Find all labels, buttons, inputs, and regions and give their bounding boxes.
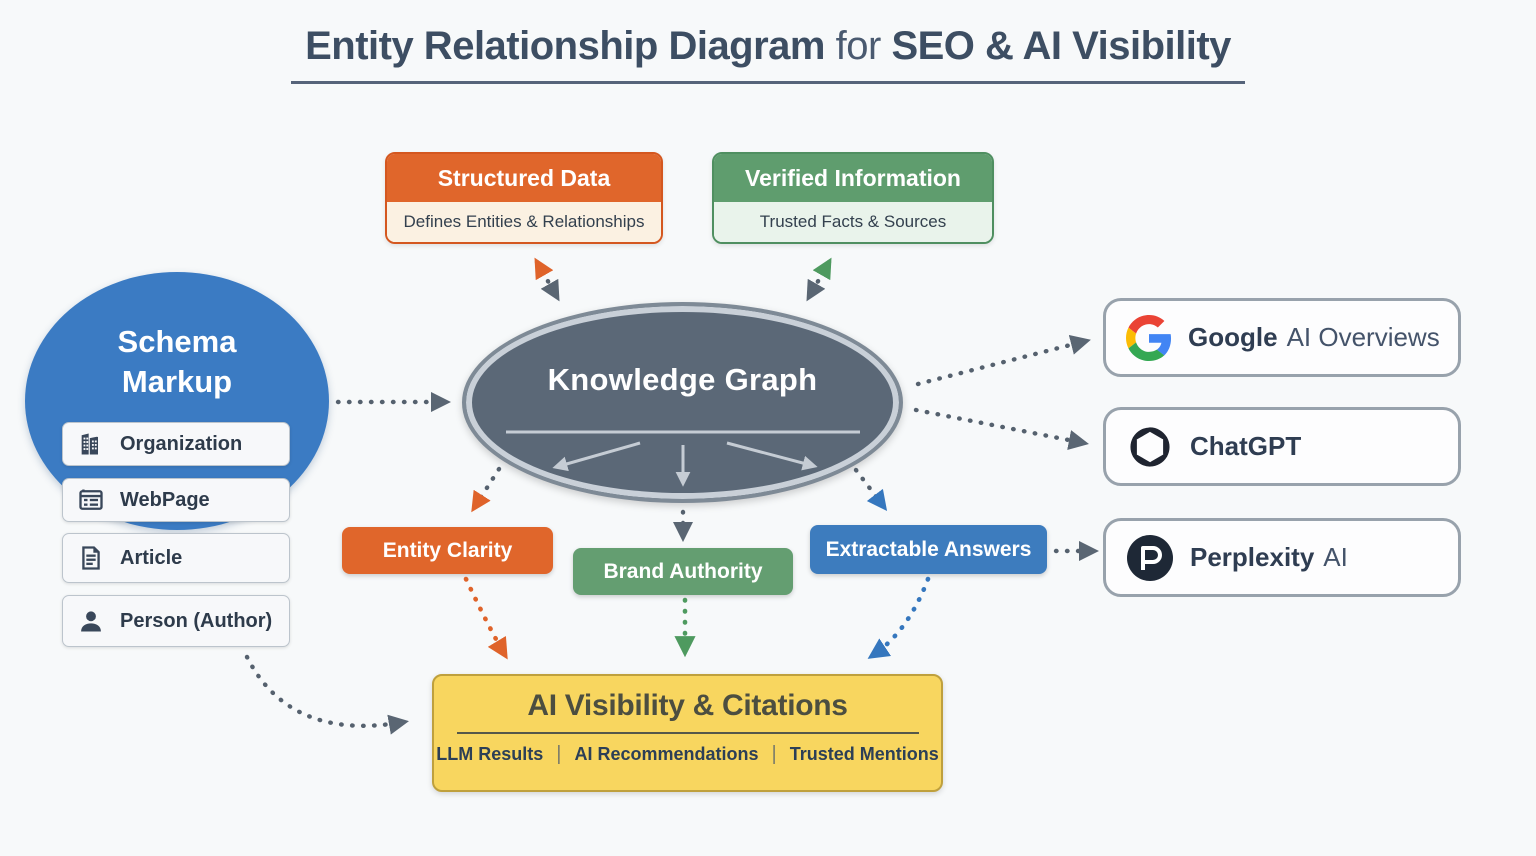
article-icon bbox=[82, 546, 100, 570]
schema-item-organization: Organization bbox=[62, 422, 290, 466]
platform-name-suffix: AI bbox=[1323, 542, 1348, 572]
outcome-item: LLM Results bbox=[436, 744, 544, 764]
platform-name: Perplexity bbox=[1190, 542, 1315, 572]
extractable-answers-node: Extractable Answers bbox=[810, 525, 1047, 574]
ai-visibility-citations-node: AI Visibility & Citations LLM Results | … bbox=[432, 674, 943, 792]
title-part-2: for bbox=[835, 24, 882, 68]
platform-google-ai-overviews: Google AI Overviews bbox=[1103, 298, 1461, 377]
arrow-knowledge-graph-to-chatgpt bbox=[913, 407, 1089, 451]
webpage-icon bbox=[79, 489, 103, 510]
structured-data-node: Structured Data Defines Entities & Relat… bbox=[385, 152, 663, 244]
arrow-entity-clarity-to-outcome bbox=[463, 576, 508, 660]
platform-name: ChatGPT bbox=[1190, 431, 1302, 461]
page-title-wrap: Entity Relationship Diagram for SEO & AI… bbox=[0, 24, 1536, 84]
schema-markup-title: Schema Markup bbox=[117, 324, 237, 399]
verified-information-node: Verified Information Trusted Facts & Sou… bbox=[712, 152, 994, 244]
schema-item-label: Organization bbox=[120, 432, 243, 455]
perplexity-logo bbox=[1127, 534, 1173, 581]
building-icon bbox=[81, 433, 98, 455]
outcome-title: AI Visibility & Citations bbox=[527, 689, 848, 722]
schema-item-person: Person (Author) bbox=[62, 595, 290, 647]
arrow-knowledge-graph-to-entity-clarity bbox=[471, 466, 502, 513]
schema-item-label: Person (Author) bbox=[120, 609, 273, 632]
openai-logo bbox=[1130, 426, 1170, 467]
platform-perplexity-ai: Perplexity AI bbox=[1103, 518, 1461, 597]
title-part-3: SEO & AI Visibility bbox=[891, 24, 1231, 68]
google-logo bbox=[1126, 314, 1172, 361]
outcome-divider bbox=[456, 732, 919, 734]
verified-information-title: Verified Information bbox=[714, 154, 992, 202]
title-part-1: Entity Relationship Diagram bbox=[305, 24, 825, 68]
arrow-structured-data-knowledge-graph bbox=[534, 257, 560, 302]
schema-item-label: Article bbox=[120, 546, 183, 569]
schema-item-webpage: WebPage bbox=[62, 478, 290, 522]
structured-data-subtitle: Defines Entities & Relationships bbox=[387, 202, 661, 242]
schema-item-article: Article bbox=[62, 533, 290, 583]
verified-information-subtitle: Trusted Facts & Sources bbox=[714, 202, 992, 242]
knowledge-graph-node: Knowledge Graph bbox=[462, 302, 903, 503]
arrow-knowledge-graph-to-extractable bbox=[853, 467, 888, 512]
outcome-item: AI Recommendations bbox=[574, 744, 759, 764]
person-icon bbox=[81, 611, 101, 632]
schema-item-label: WebPage bbox=[120, 488, 210, 511]
platform-name-suffix: AI Overviews bbox=[1286, 322, 1440, 352]
structured-data-title: Structured Data bbox=[387, 154, 661, 202]
outcome-separator: | bbox=[556, 743, 562, 765]
outcome-item: Trusted Mentions bbox=[789, 744, 939, 764]
brand-authority-node: Brand Authority bbox=[573, 548, 793, 595]
outcome-separator: | bbox=[771, 743, 777, 765]
arrow-person-to-outcome bbox=[244, 654, 409, 735]
platform-chatgpt: ChatGPT bbox=[1103, 407, 1461, 486]
arrow-verified-info-knowledge-graph bbox=[806, 257, 832, 302]
entity-clarity-node: Entity Clarity bbox=[342, 527, 553, 574]
arrow-knowledge-graph-to-google bbox=[915, 334, 1091, 387]
page-title: Entity Relationship Diagram for SEO & AI… bbox=[291, 24, 1245, 84]
knowledge-graph-title: Knowledge Graph bbox=[547, 362, 818, 397]
platform-name: Google bbox=[1188, 322, 1278, 352]
outcome-footer: LLM Results | AI Recommendations | Trust… bbox=[434, 743, 941, 766]
arrow-extractable-to-outcome bbox=[867, 576, 931, 659]
